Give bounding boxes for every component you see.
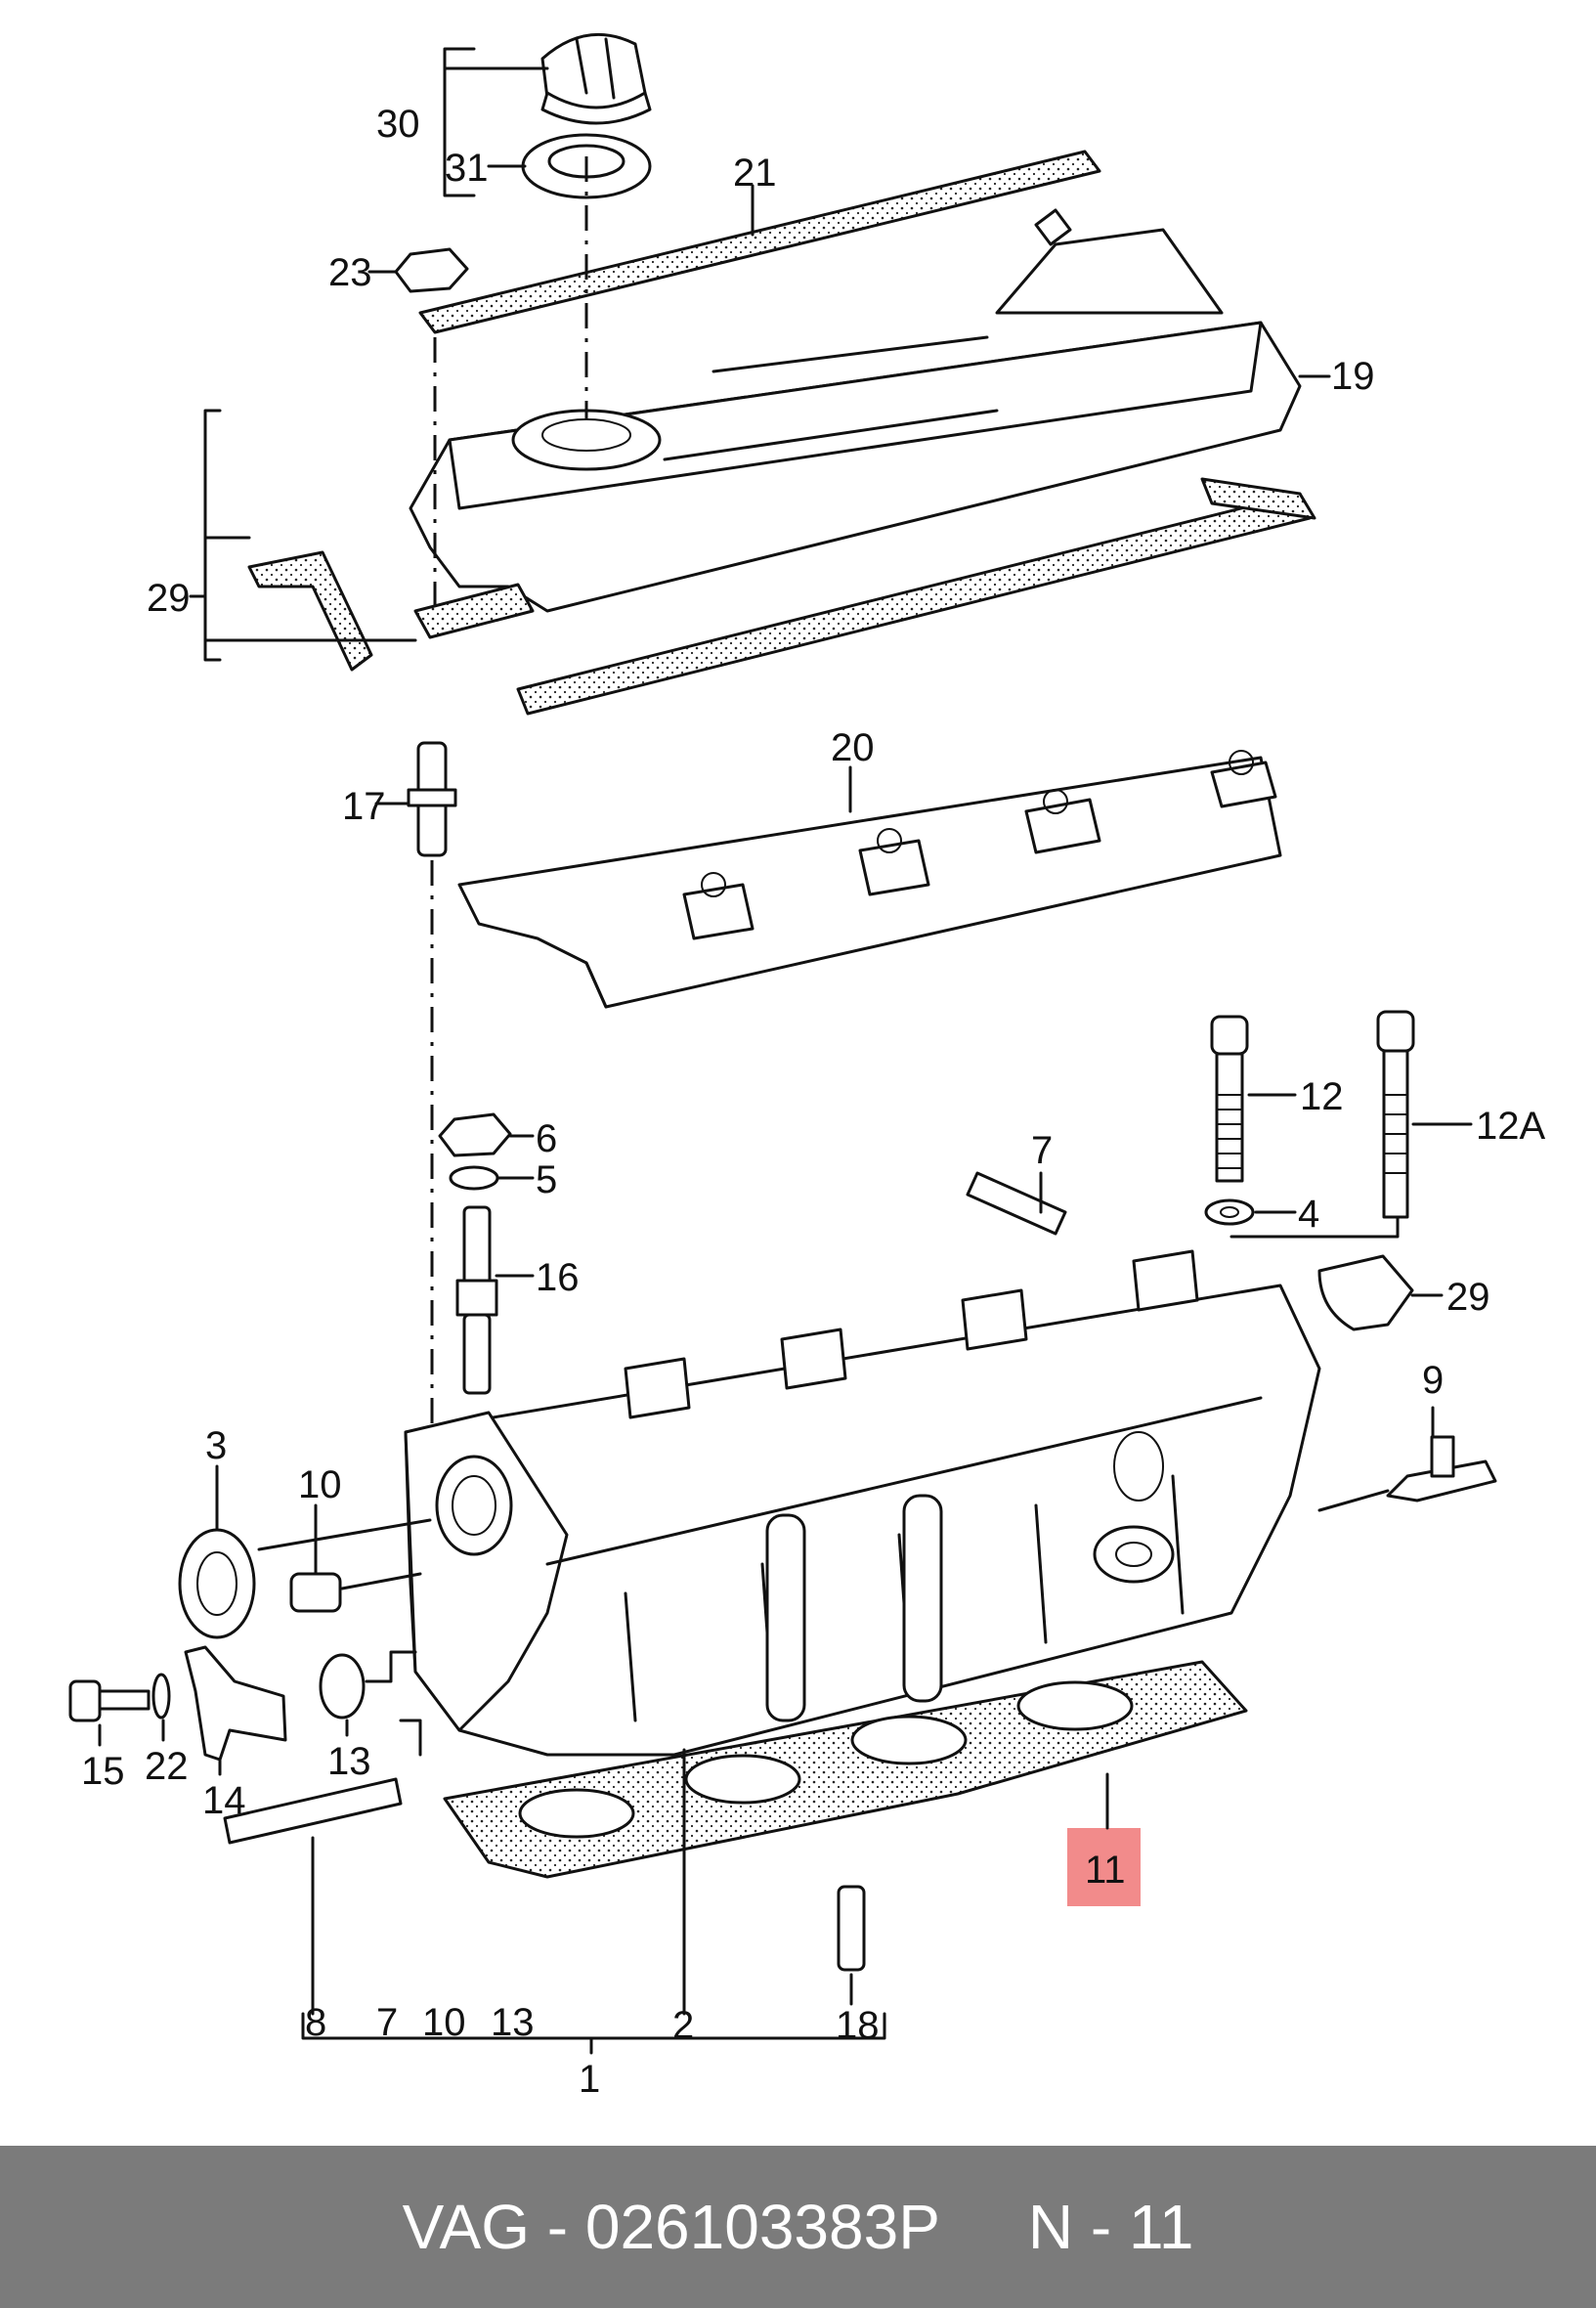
bracket-label-8: 8 (305, 2001, 326, 2044)
washer-4 (1204, 1198, 1255, 1226)
callout-6: 6 (536, 1117, 557, 1160)
callout-15: 15 (81, 1750, 125, 1793)
footer-reference: N - 11 (1027, 2192, 1194, 2262)
leader-12a-axis (1229, 1215, 1400, 1239)
valve-cover (409, 208, 1302, 613)
bracket-label-10: 10 (422, 2001, 466, 2044)
callout-16: 16 (536, 1256, 580, 1299)
leader-10 (314, 1503, 422, 1590)
washer-22 (151, 1673, 171, 1720)
sleeve-10 (289, 1572, 342, 1613)
long-stud-8 (223, 1777, 403, 1845)
footer-bar: VAG - 026103383P N - 11 (0, 2146, 1596, 2308)
nut-6 (438, 1112, 512, 1157)
leader-13-axis (399, 1719, 422, 1757)
bracket-29-top (189, 409, 417, 662)
callout-18: 18 (836, 2004, 880, 2047)
callout-3: 3 (205, 1424, 227, 1467)
callout-14: 14 (202, 1779, 246, 1822)
callout-23: 23 (328, 251, 372, 294)
callout-30: 30 (376, 103, 420, 146)
callout-29-top: 29 (147, 577, 191, 620)
bracket-30 (443, 47, 476, 197)
callout-7: 7 (1031, 1129, 1053, 1172)
cap-13 (319, 1653, 366, 1720)
stud-7 (966, 1171, 1067, 1236)
footer-part-number: VAG - 026103383P (402, 2192, 940, 2262)
callout-31: 31 (445, 147, 489, 190)
callout-9: 9 (1422, 1359, 1444, 1402)
head-bolt-12 (1210, 1015, 1249, 1183)
callout-5: 5 (536, 1158, 557, 1201)
callout-11: 11 (1085, 1849, 1126, 1892)
callout-10: 10 (298, 1463, 342, 1506)
callout-2: 2 (672, 2004, 694, 2047)
camshaft-bearing-cover (457, 750, 1282, 1009)
cover-nut (394, 247, 469, 293)
callout-1: 1 (579, 2058, 600, 2101)
bracket-label-13: 13 (491, 2001, 535, 2044)
bracket-label-7: 7 (376, 2001, 398, 2044)
washer-5 (449, 1165, 499, 1191)
assembly-bracket (301, 2012, 886, 2055)
valve-cover-gasket-strip (418, 150, 1101, 334)
oil-filler-cap (540, 32, 652, 125)
bracket-14 (184, 1645, 287, 1762)
bolt-15 (68, 1679, 151, 1722)
callout-22: 22 (145, 1745, 189, 1788)
head-bolt-12a (1376, 1010, 1415, 1219)
leader-13 (345, 1650, 417, 1737)
seal-ring-3 (178, 1528, 256, 1639)
cylinder-head-gasket (443, 1660, 1248, 1879)
callout-19: 19 (1331, 355, 1375, 398)
cover-stud (407, 741, 457, 857)
callout-29-side: 29 (1446, 1276, 1490, 1319)
callout-13: 13 (327, 1740, 371, 1783)
cover-gasket-end (1200, 477, 1316, 520)
stud-16 (455, 1205, 498, 1395)
callout-4: 4 (1298, 1193, 1319, 1236)
sensor-plug-9 (1386, 1435, 1497, 1502)
leader-9-axis (1317, 1489, 1390, 1512)
leader-30-31 (443, 66, 549, 168)
callout-17: 17 (342, 785, 386, 828)
highlight-box-11 (1067, 1828, 1141, 1906)
cylinder-head (404, 1249, 1321, 1757)
callout-12a: 12A (1476, 1105, 1545, 1148)
gasket-corner-piece (247, 550, 373, 672)
dowel-sleeve (837, 1885, 866, 1972)
callout-12: 12 (1300, 1075, 1344, 1118)
axis-3 (257, 1518, 432, 1551)
seal-piece-29 (1317, 1254, 1414, 1331)
callout-20: 20 (831, 726, 875, 769)
exploded-parts-diagram: 30 31 21 23 19 29 20 17 12 12A 7 6 5 16 … (68, 32, 1545, 2101)
cover-gasket-front (413, 583, 535, 639)
callout-21: 21 (733, 152, 777, 195)
